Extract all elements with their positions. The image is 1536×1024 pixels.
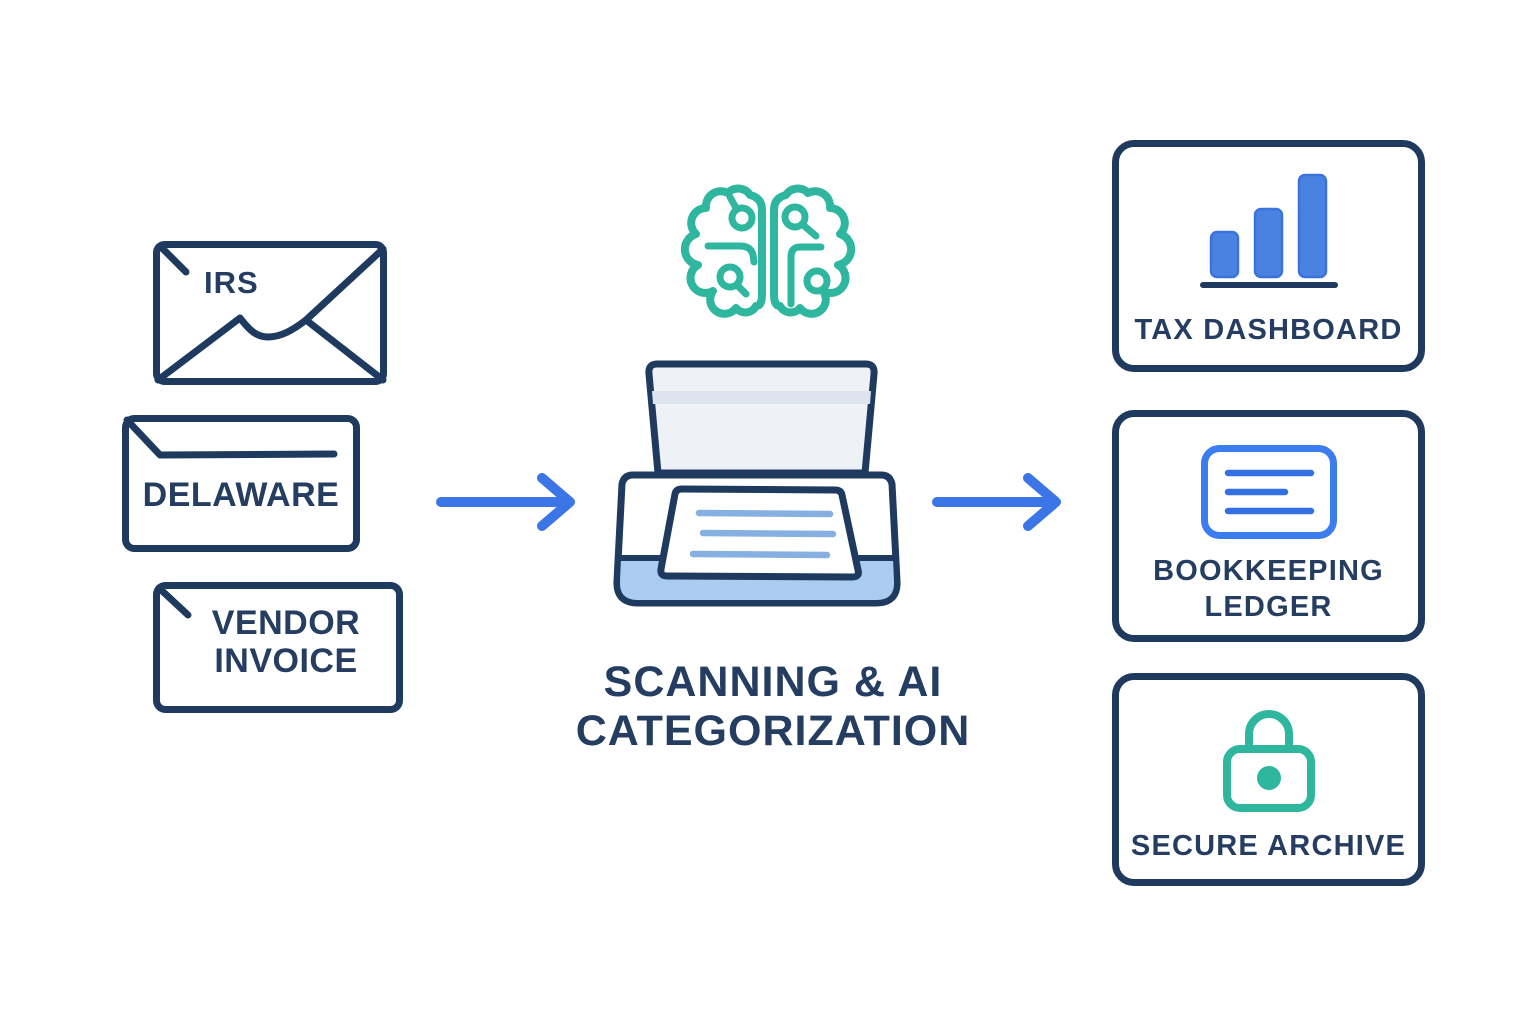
input-envelope-irs: IRS <box>153 241 387 385</box>
card-secure-archive-label: SECURE ARCHIVE <box>1130 830 1407 862</box>
document-vendor-label: VENDOR INVOICE <box>161 604 411 680</box>
card-tax-dashboard-label: TAX DASHBOARD <box>1134 314 1403 346</box>
lock-icon <box>1222 710 1315 812</box>
card-bookkeeping-ledger-label: BOOKKEEPING LEDGER <box>1119 553 1418 625</box>
document-vendor-label-line1: VENDOR <box>211 604 361 642</box>
input-document-delaware: DELAWARE <box>122 415 360 552</box>
card-bookkeeping-label-line1: BOOKKEEPING <box>1153 555 1384 587</box>
process-caption: SCANNING & AI CATEGORIZATION <box>508 658 1038 756</box>
letter-document-icon <box>122 415 360 552</box>
process-caption-line2: CATEGORIZATION <box>575 707 971 755</box>
bar-chart-icon <box>1199 173 1338 288</box>
ledger-card-icon <box>1200 445 1337 539</box>
card-tax-dashboard: TAX DASHBOARD <box>1112 140 1425 372</box>
input-document-vendor-invoice: VENDOR INVOICE <box>153 582 403 713</box>
envelope-irs-label: IRS <box>204 265 259 300</box>
arrow-right-icon <box>436 473 575 531</box>
card-bookkeeping-label-line2: LEDGER <box>1204 591 1333 623</box>
card-bookkeeping-ledger: BOOKKEEPING LEDGER <box>1112 410 1425 642</box>
scanner-icon <box>613 360 901 607</box>
process-caption-line1: SCANNING & AI <box>603 658 943 706</box>
ai-brain-icon <box>680 184 856 318</box>
document-icon <box>153 582 403 713</box>
document-vendor-label-line2: INVOICE <box>214 642 358 680</box>
document-delaware-label: DELAWARE <box>142 476 340 514</box>
envelope-icon <box>153 241 387 385</box>
arrow-right-icon <box>932 473 1061 531</box>
card-secure-archive: SECURE ARCHIVE <box>1112 673 1425 886</box>
